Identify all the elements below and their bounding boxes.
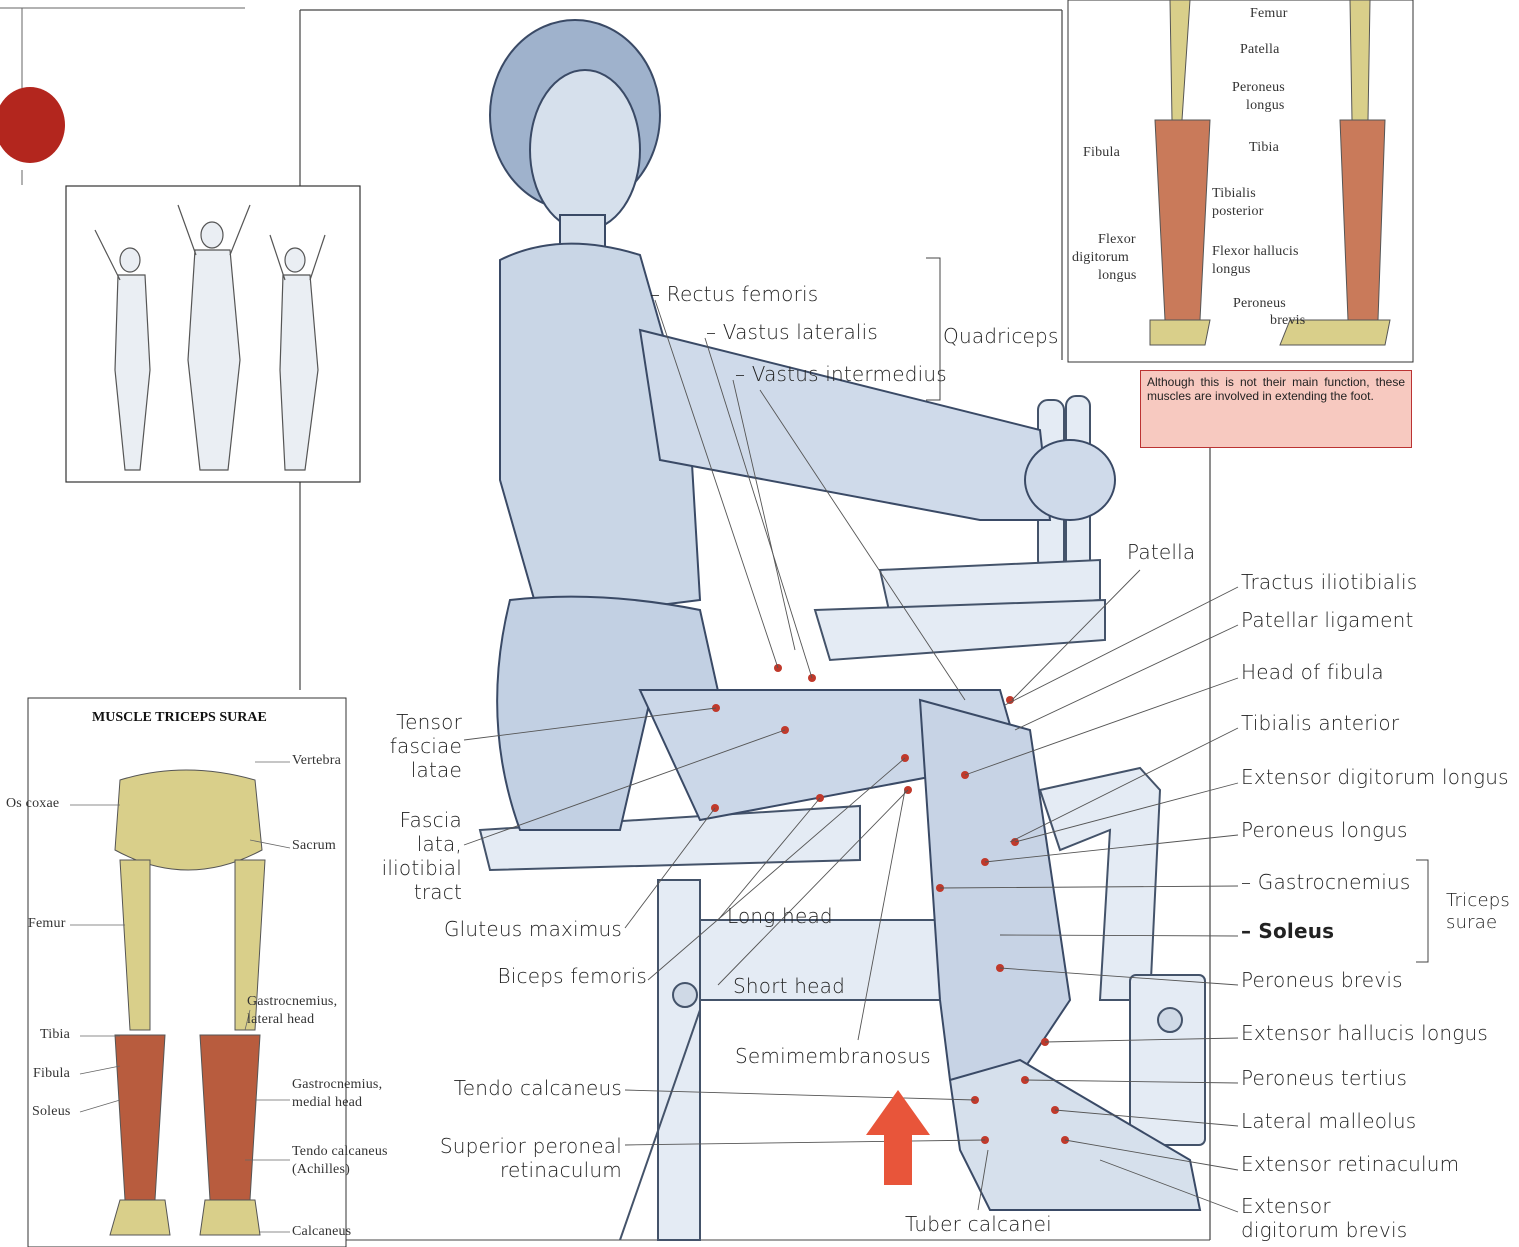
label-surae: surae bbox=[1446, 912, 1497, 933]
label-triceps: Triceps bbox=[1446, 890, 1510, 911]
inset-label-longus: longus bbox=[1246, 98, 1285, 114]
label-peroneus-tertius: Peroneus tertius bbox=[1241, 1066, 1407, 1090]
inset-label-brevis: brevis bbox=[1270, 313, 1305, 329]
triceps-label-os-coxae: Os coxae bbox=[6, 796, 59, 812]
triceps-label-calcaneus: Calcaneus bbox=[292, 1224, 351, 1240]
inset-label-flexor: Flexor bbox=[1098, 232, 1136, 248]
label-quadriceps: Quadriceps bbox=[943, 324, 1059, 348]
triceps-label-gastro-lat-1: Gastrocnemius, bbox=[247, 994, 337, 1010]
label-gluteus-maximus: Gluteus maximus bbox=[444, 917, 622, 941]
label-digitorum-brevis: digitorum brevis bbox=[1241, 1218, 1407, 1242]
label-peroneus-brevis: Peroneus brevis bbox=[1241, 968, 1403, 992]
label-head-of-fibula: Head of fibula bbox=[1241, 660, 1384, 684]
triceps-label-gastro-med-1: Gastrocnemius, bbox=[292, 1077, 382, 1093]
red-dot-badge bbox=[0, 87, 65, 163]
label-long-head: Long head bbox=[727, 904, 833, 928]
label-gastrocnemius: – Gastrocnemius bbox=[1241, 870, 1411, 894]
label-tendo-calcaneus: Tendo calcaneus bbox=[454, 1076, 622, 1100]
triceps-label-tendo-1: Tendo calcaneus bbox=[292, 1144, 388, 1160]
inset-label-digitorum: digitorum bbox=[1072, 250, 1129, 266]
inset-label-longus-2: longus bbox=[1098, 268, 1137, 284]
triceps-label-vertebra: Vertebra bbox=[292, 753, 341, 769]
triceps-label-gastro-lat-2: lateral head bbox=[247, 1012, 314, 1028]
inset-label-flexor-hallucis: Flexor hallucis bbox=[1212, 244, 1299, 260]
label-lata: lata, bbox=[417, 832, 462, 856]
label-extensor-digitorum-longus: Extensor digitorum longus bbox=[1241, 765, 1509, 789]
label-soleus: – Soleus bbox=[1241, 919, 1334, 943]
label-extensor-retinaculum: Extensor retinaculum bbox=[1241, 1152, 1459, 1176]
inset-label-longus-3: longus bbox=[1212, 262, 1251, 278]
label-latae: latae bbox=[411, 758, 462, 782]
label-iliotibial: iliotibial bbox=[382, 856, 462, 880]
label-tensor: Tensor bbox=[396, 710, 462, 734]
label-biceps-femoris: Biceps femoris bbox=[498, 964, 648, 988]
inset-label-femur: Femur bbox=[1250, 6, 1288, 22]
inset-label-fibula: Fibula bbox=[1083, 145, 1120, 161]
inset-label-patella: Patella bbox=[1240, 42, 1280, 58]
triceps-label-tibia: Tibia bbox=[40, 1027, 70, 1043]
label-tuber-calcanei: Tuber calcanei bbox=[905, 1212, 1052, 1236]
inset-label-tibialis: Tibialis bbox=[1212, 186, 1256, 202]
label-fascia: Fascia bbox=[400, 808, 462, 832]
label-semimembranosus: Semimembranosus bbox=[735, 1044, 931, 1068]
label-lateral-malleolus: Lateral malleolus bbox=[1241, 1109, 1416, 1133]
info-note: Although this is not their main function… bbox=[1140, 370, 1412, 448]
inset-label-posterior: posterior bbox=[1212, 204, 1264, 220]
label-extensor-hallucis-longus: Extensor hallucis longus bbox=[1241, 1021, 1488, 1045]
label-tibialis-anterior: Tibialis anterior bbox=[1241, 711, 1399, 735]
label-rectus-femoris: – Rectus femoris bbox=[650, 282, 818, 306]
label-extensor: Extensor bbox=[1241, 1194, 1331, 1218]
inset-label-peroneus: Peroneus bbox=[1232, 80, 1285, 96]
label-peroneus-longus: Peroneus longus bbox=[1241, 818, 1408, 842]
triceps-label-sacrum: Sacrum bbox=[292, 838, 336, 854]
label-short-head: Short head bbox=[733, 974, 845, 998]
label-superior-peroneal: Superior peroneal bbox=[440, 1134, 622, 1158]
triceps-label-fibula: Fibula bbox=[33, 1066, 70, 1082]
label-fasciae: fasciae bbox=[390, 734, 462, 758]
muscle-figure-thumbnail bbox=[66, 186, 360, 482]
inset-label-tibia: Tibia bbox=[1249, 140, 1279, 156]
up-arrow-icon bbox=[866, 1090, 930, 1185]
inset-label-peroneus-2: Peroneus bbox=[1233, 296, 1286, 312]
label-patella: Patella bbox=[1127, 540, 1195, 564]
label-retinaculum: retinaculum bbox=[500, 1158, 622, 1182]
triceps-label-soleus: Soleus bbox=[32, 1104, 71, 1120]
triceps-label-gastro-med-2: medial head bbox=[292, 1095, 362, 1111]
label-vastus-lateralis: – Vastus lateralis bbox=[706, 320, 878, 344]
triceps-label-femur: Femur bbox=[28, 916, 66, 932]
inset-title: MUSCLE TRICEPS SURAE bbox=[92, 710, 267, 726]
label-tract: tract bbox=[414, 880, 462, 904]
label-tractus-iliotibialis: Tractus iliotibialis bbox=[1241, 570, 1417, 594]
label-patellar-ligament: Patellar ligament bbox=[1241, 608, 1414, 632]
triceps-label-tendo-2: (Achilles) bbox=[292, 1162, 350, 1178]
label-vastus-intermedius: – Vastus intermedius bbox=[735, 362, 947, 386]
